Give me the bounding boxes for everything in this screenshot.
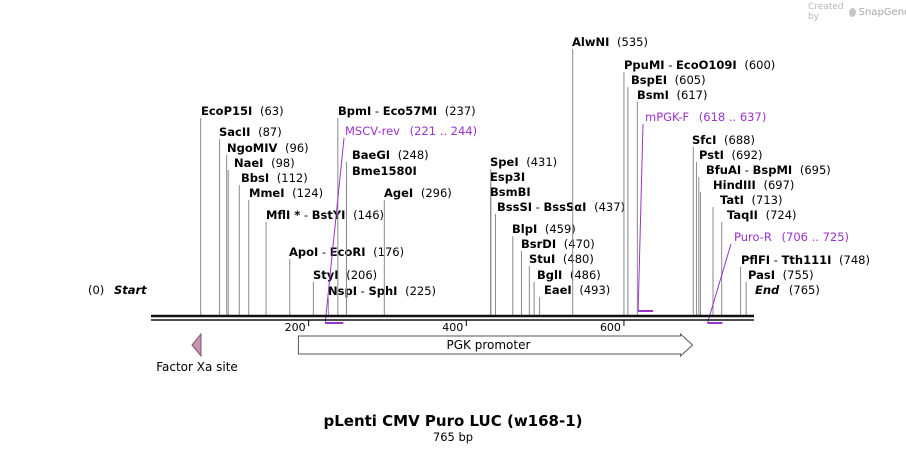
site-label: BpmI - Eco57MI (237) xyxy=(338,104,476,118)
site-label: MflI * - BstYI (146) xyxy=(266,208,384,222)
site-label: BsmI (617) xyxy=(637,88,707,102)
primer-connector-line xyxy=(707,243,732,324)
primer-connector-line xyxy=(324,137,345,324)
site-label: TatI (713) xyxy=(720,193,783,207)
start-label: (0) Start xyxy=(88,283,147,297)
ruler-tick-label: 200 xyxy=(285,321,306,334)
site-label: BaeGI (248) xyxy=(352,148,429,162)
primer-label: mPGK-F (618 .. 637) xyxy=(645,110,766,124)
site-label: BbsI (112) xyxy=(241,171,308,185)
primer-connector-line xyxy=(637,123,644,312)
site-label: AlwNI (535) xyxy=(572,35,648,49)
feature-arrow-pgk-promoter xyxy=(297,332,694,358)
site-label: PflFI - Tth111I (748) xyxy=(741,253,870,267)
end-label: End (765) xyxy=(755,283,820,297)
site-label: SfcI (688) xyxy=(692,133,755,147)
site-label: BfuAI - BspMI (695) xyxy=(706,163,831,177)
ruler-tick-label: 400 xyxy=(442,321,463,334)
plasmid-name: pLenti CMV Puro LUC (w168-1) xyxy=(323,412,583,430)
site-label: PstI (692) xyxy=(699,148,762,162)
site-label: StuI (480) xyxy=(529,252,594,266)
site-label: Bme1580I xyxy=(352,164,417,178)
feature-arrow-factor-xa-site xyxy=(191,332,202,358)
site-label: PasI (755) xyxy=(748,268,814,282)
site-label: StyI (206) xyxy=(313,268,377,282)
site-label: ApoI - EcoRI (176) xyxy=(289,245,404,259)
site-label: HindIII (697) xyxy=(713,178,794,192)
snapgene-credit: Created by SnapGene xyxy=(808,2,906,22)
site-label: BsrDI (470) xyxy=(521,237,595,251)
feature-label: PGK promoter xyxy=(447,338,531,352)
site-label: BglI (486) xyxy=(537,268,601,282)
site-label: NspI - SphI (225) xyxy=(328,284,436,298)
primer-label: Puro-R (706 .. 725) xyxy=(734,230,849,244)
site-label: Esp3I xyxy=(490,170,525,184)
primer-label: MSCV-rev (221 .. 244) xyxy=(345,124,477,138)
site-label: EaeI (493) xyxy=(544,283,610,297)
site-label: PpuMI - EcoO109I (600) xyxy=(624,58,775,72)
site-label: SpeI (431) xyxy=(490,155,557,169)
feature-label: Factor Xa site xyxy=(156,360,238,374)
site-label: BssSI - BssSαI (437) xyxy=(497,200,625,214)
site-label: TaqII (724) xyxy=(727,208,797,222)
site-label: AgeI (296) xyxy=(384,186,452,200)
credit-prefix: Created by xyxy=(808,2,844,22)
site-label: SacII (87) xyxy=(219,125,282,139)
site-label: NgoMIV (96) xyxy=(227,141,309,155)
site-label: BspEI (605) xyxy=(631,73,706,87)
credit-brand: SnapGene xyxy=(858,6,906,18)
site-label: MmeI (124) xyxy=(249,186,323,200)
plasmid-size: 765 bp xyxy=(432,430,474,444)
snapgene-logo-icon xyxy=(848,7,856,17)
ruler-tick-label: 600 xyxy=(600,321,621,334)
site-label: BlpI (459) xyxy=(512,222,576,236)
site-label: NaeI (98) xyxy=(234,156,295,170)
site-label: BsmBI xyxy=(490,185,531,199)
site-label: EcoP15I (63) xyxy=(201,104,284,118)
